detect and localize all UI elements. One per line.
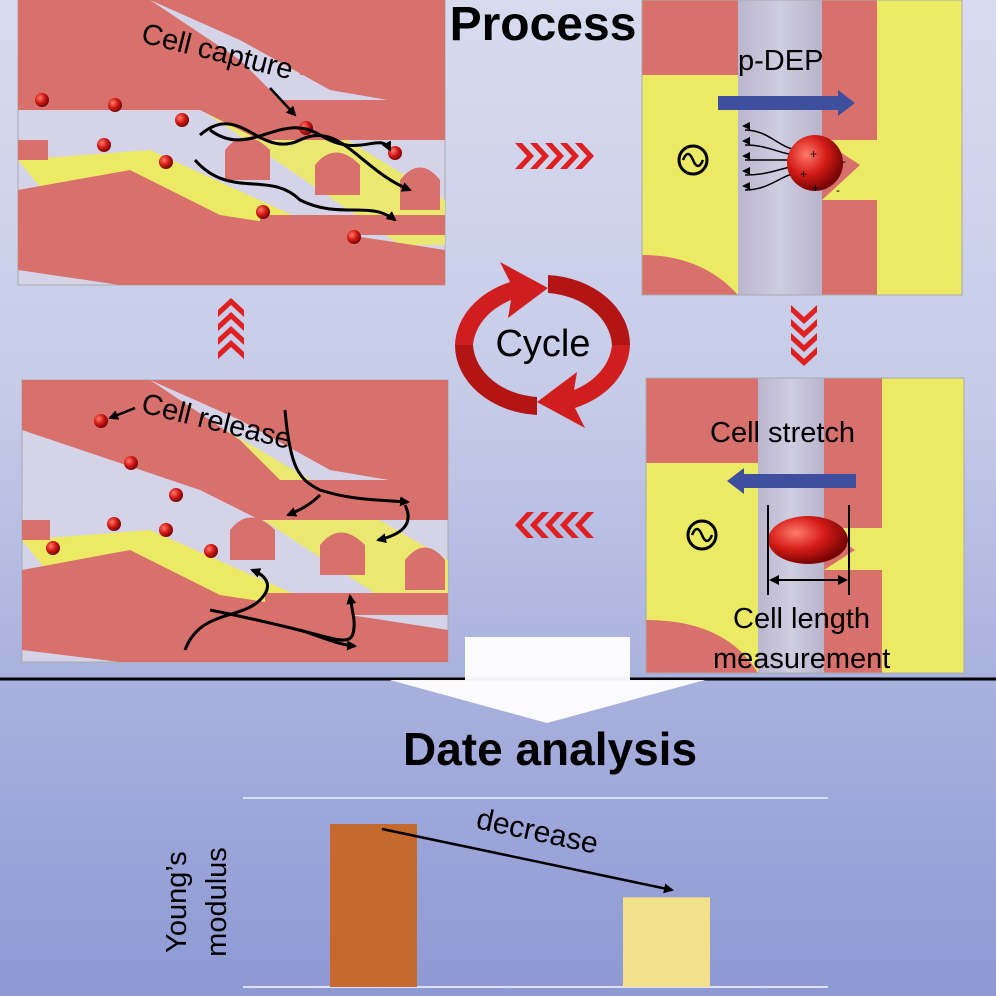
page-title: Process bbox=[450, 0, 637, 51]
decrease-arrow bbox=[381, 827, 674, 894]
down-arrow-icon bbox=[390, 637, 705, 723]
svg-text:+: + bbox=[800, 167, 807, 181]
svg-text:+: + bbox=[812, 181, 819, 195]
panel-cell-stretch: Cell stretch Cell length measurement bbox=[645, 377, 965, 675]
ac-source-icon-2 bbox=[686, 519, 718, 551]
chart-bars bbox=[330, 824, 710, 987]
analysis-title: Date analysis bbox=[403, 723, 697, 775]
svg-text:-: - bbox=[836, 183, 840, 197]
chevron-left-icon bbox=[515, 512, 594, 538]
measure-label-line2: measurement bbox=[713, 643, 890, 675]
chevron-down-icon bbox=[791, 305, 817, 366]
svg-text:-: - bbox=[842, 154, 846, 168]
pdep-label: p-DEP bbox=[738, 45, 823, 77]
cycle-label: Cycle bbox=[495, 323, 590, 365]
stretch-label: Cell stretch bbox=[710, 417, 855, 449]
panel-cell-release: Cell release bbox=[21, 379, 449, 663]
cycle-arrows-icon bbox=[454, 262, 631, 428]
ylabel-line1: Young’s bbox=[161, 851, 193, 953]
chevron-right-icon bbox=[515, 143, 594, 169]
ylabel-line2: modulus bbox=[201, 847, 233, 957]
chart-bar-1 bbox=[330, 824, 417, 987]
measure-label-line1: Cell length bbox=[733, 603, 870, 635]
stretched-cell bbox=[768, 516, 848, 564]
chevron-up-icon bbox=[218, 298, 244, 359]
panel-pdep: +++ -- p-DEP bbox=[641, 0, 963, 296]
chart-bar-2 bbox=[623, 897, 710, 987]
svg-text:+: + bbox=[810, 147, 817, 161]
cell-dots-release bbox=[46, 414, 218, 558]
panel-cell-capture: Cell capture bbox=[17, 0, 446, 286]
ac-source-icon bbox=[677, 144, 709, 176]
cell-sphere bbox=[787, 135, 843, 191]
